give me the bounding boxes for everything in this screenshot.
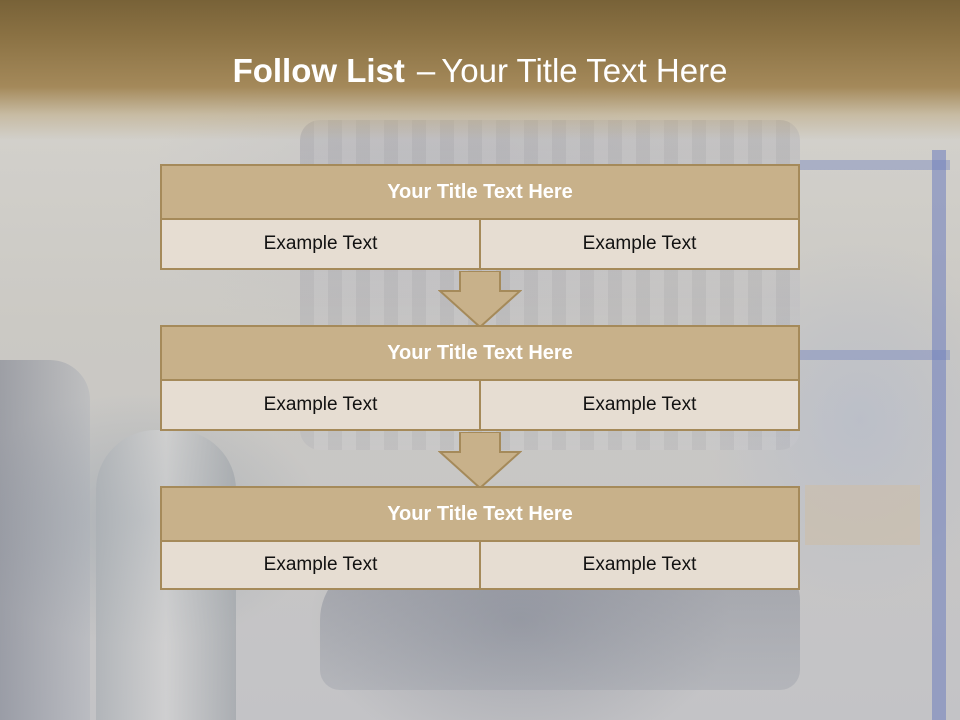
flow-block-left-cell: Example Text	[160, 542, 481, 590]
slide-title-rest: Your Title Text Here	[441, 52, 728, 89]
flow-block-2: Your Title Text Here Example Text Exampl…	[160, 325, 800, 431]
arrow-down-icon	[438, 271, 522, 329]
background-shelf	[800, 160, 950, 170]
flow-block-title: Your Title Text Here	[160, 325, 800, 381]
header-band	[0, 0, 960, 140]
flow-block-3: Your Title Text Here Example Text Exampl…	[160, 486, 800, 590]
flow-block-row: Example Text Example Text	[160, 542, 800, 590]
slide-title-dash: –	[416, 52, 436, 89]
flow-block-title: Your Title Text Here	[160, 164, 800, 220]
slide-title: Follow List–Your Title Text Here	[0, 52, 960, 90]
background-rack-post	[932, 150, 946, 720]
flow-block-title: Your Title Text Here	[160, 486, 800, 542]
slide-title-bold: Follow List	[232, 52, 405, 89]
background-shelf	[800, 350, 950, 360]
background-box	[805, 485, 920, 545]
flow-block-1: Your Title Text Here Example Text Exampl…	[160, 164, 800, 270]
flow-block-left-cell: Example Text	[160, 220, 481, 270]
flow-block-row: Example Text Example Text	[160, 381, 800, 431]
flow-block-right-cell: Example Text	[481, 381, 800, 431]
background-car-side	[0, 360, 90, 720]
flow-block-right-cell: Example Text	[481, 220, 800, 270]
arrow-down-icon	[438, 432, 522, 490]
flow-block-left-cell: Example Text	[160, 381, 481, 431]
flow-block-right-cell: Example Text	[481, 542, 800, 590]
flow-block-row: Example Text Example Text	[160, 220, 800, 270]
